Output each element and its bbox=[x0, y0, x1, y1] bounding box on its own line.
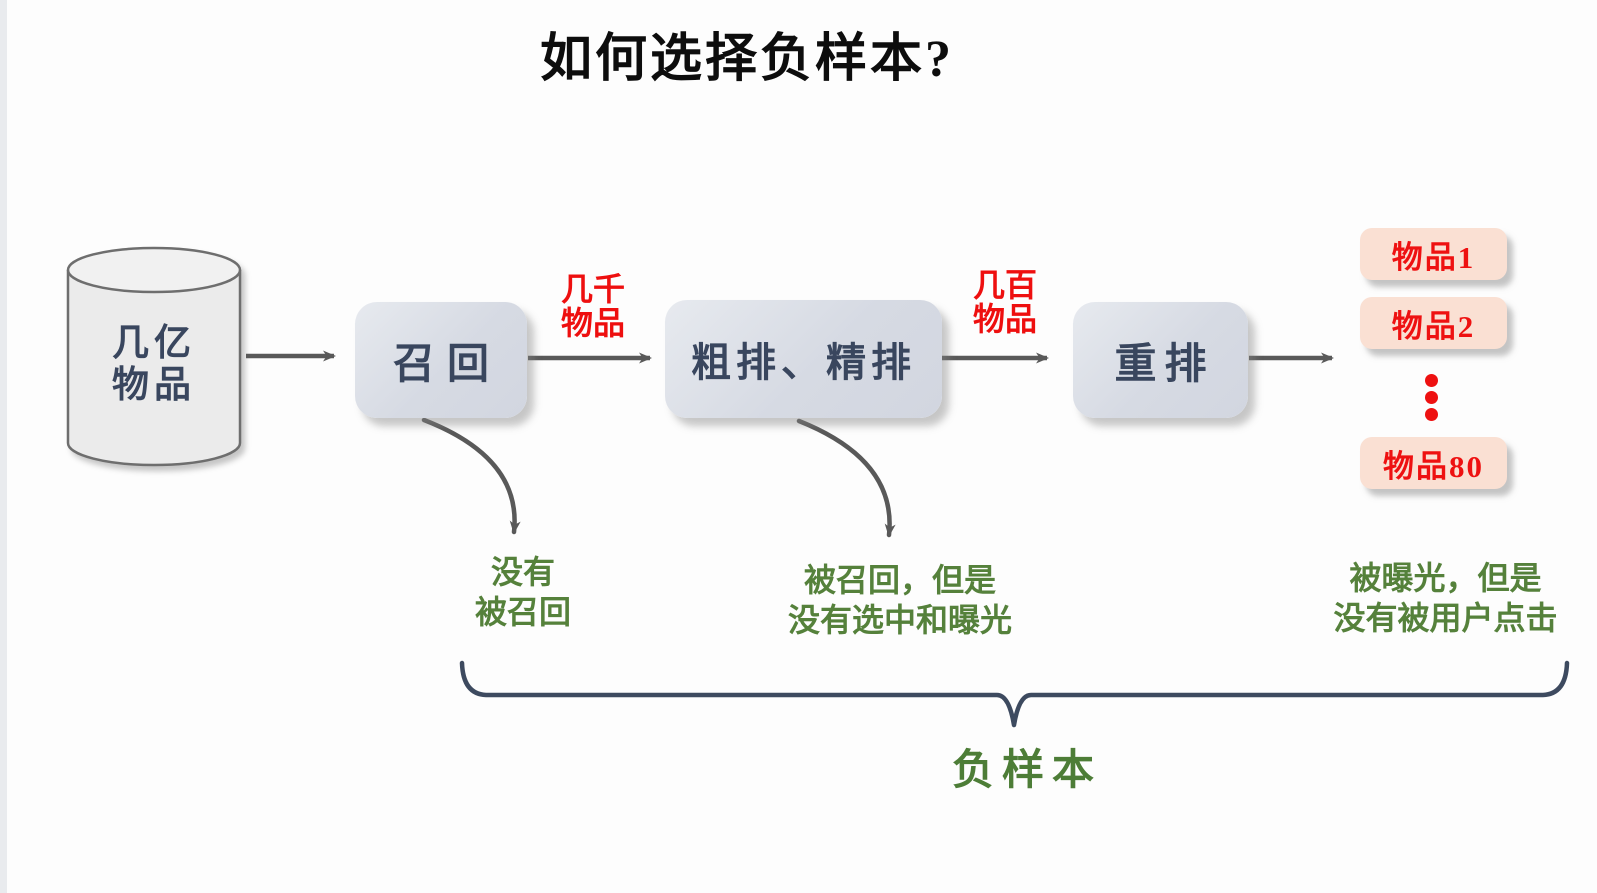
flow-label-thousands: 几千 物品 bbox=[560, 271, 625, 341]
annotation-exposed-not-clicked: 被曝光，但是 没有被用户点击 bbox=[1333, 560, 1558, 636]
cylinder-top bbox=[66, 246, 242, 294]
stage-box-recall: 召回 bbox=[355, 302, 527, 418]
page-title: 如何选择负样本? bbox=[539, 31, 954, 88]
annotation-not-recalled: 没有 被召回 bbox=[474, 554, 571, 630]
item-card-2: 物品2 bbox=[1360, 297, 1507, 349]
dot bbox=[1425, 408, 1438, 421]
cylinder-body bbox=[66, 270, 242, 467]
stage-box-ranking: 粗排、精排 bbox=[665, 300, 942, 418]
dot bbox=[1425, 391, 1438, 404]
stage-label-ranking: 粗排、精排 bbox=[691, 340, 916, 385]
negative-samples-label: 负样本 bbox=[951, 748, 1102, 794]
stage-label-recall: 召回 bbox=[392, 341, 501, 388]
ellipsis-dots bbox=[1425, 374, 1438, 425]
item-label-2: 物品2 bbox=[1391, 308, 1476, 344]
negative-samples-brace bbox=[459, 660, 1570, 728]
item-card-1: 物品1 bbox=[1360, 228, 1507, 280]
database-label: 几亿 物品 bbox=[112, 323, 196, 406]
stage-label-rerank: 重排 bbox=[1114, 341, 1215, 388]
items-database-cylinder bbox=[66, 246, 242, 467]
annotation-recalled-not-exposed: 被召回，但是 没有选中和曝光 bbox=[787, 562, 1012, 638]
left-edge-strip bbox=[0, 0, 7, 893]
item-card-80: 物品80 bbox=[1360, 437, 1507, 489]
item-label-80: 物品80 bbox=[1383, 448, 1484, 484]
curved-arrow-not-recalled bbox=[421, 417, 521, 535]
curved-arrow-recalled-not-exposed bbox=[796, 418, 896, 538]
stage-box-rerank: 重排 bbox=[1073, 302, 1248, 418]
flow-label-hundreds: 几百 物品 bbox=[972, 267, 1037, 337]
item-label-1: 物品1 bbox=[1391, 239, 1476, 275]
dot bbox=[1425, 374, 1438, 387]
